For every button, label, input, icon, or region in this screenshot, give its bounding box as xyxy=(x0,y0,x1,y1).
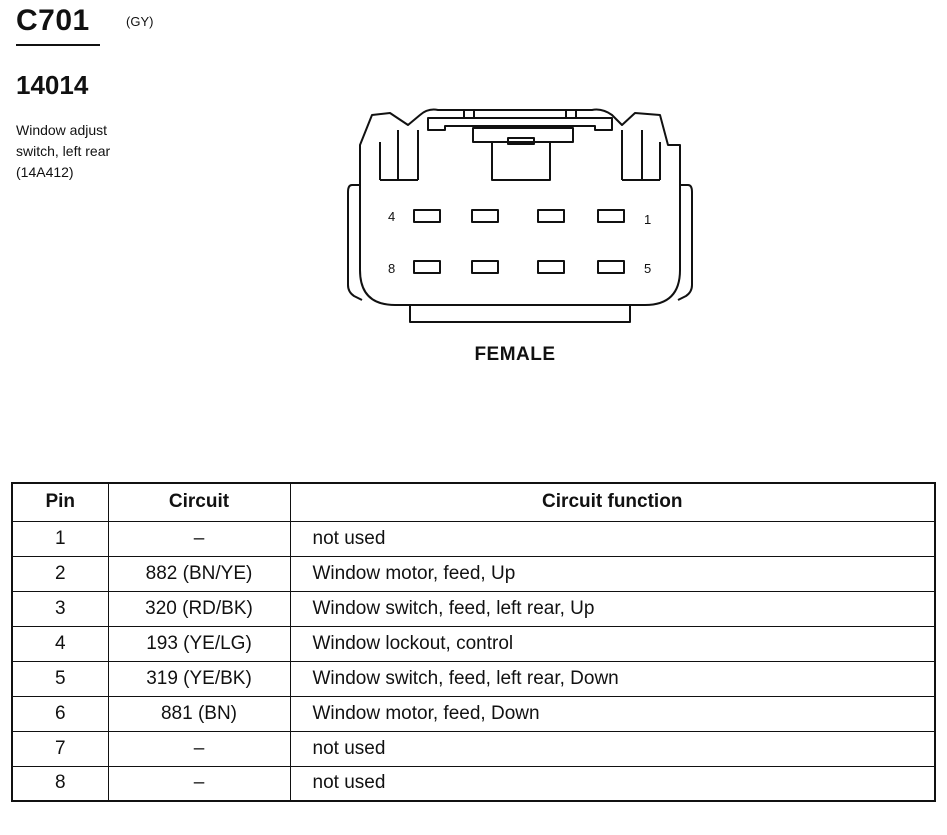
cell-function: not used xyxy=(289,730,936,767)
center-latch-frame xyxy=(472,127,574,143)
cell-pin: 7 xyxy=(11,730,109,767)
pin-label-bottom-right: 5 xyxy=(644,261,651,276)
table-row: 8 – not used xyxy=(11,765,936,802)
center-latch-notch xyxy=(507,137,535,145)
center-latch-block xyxy=(491,141,551,181)
table-row: 6 881 (BN) Window motor, feed, Down xyxy=(11,695,936,732)
cell-function: Window switch, feed, left rear, Down xyxy=(289,660,936,697)
cell-pin: 3 xyxy=(11,590,109,627)
cell-pin: 5 xyxy=(11,660,109,697)
pin-cavity xyxy=(413,209,441,223)
cell-pin: 6 xyxy=(11,695,109,732)
connector-gender-label: FEMALE xyxy=(474,344,556,365)
cell-pin: 1 xyxy=(11,520,109,557)
cell-function: Window switch, feed, left rear, Up xyxy=(289,590,936,627)
cell-circuit: 319 (YE/BK) xyxy=(107,660,291,697)
inner-right-wall xyxy=(621,130,661,181)
table-row: 2 882 (BN/YE) Window motor, feed, Up xyxy=(11,555,936,592)
top-notch-right xyxy=(565,109,577,119)
pin-cavity xyxy=(413,260,441,274)
pin-cavity xyxy=(537,209,565,223)
cell-pin: 2 xyxy=(11,555,109,592)
cell-circuit: 882 (BN/YE) xyxy=(107,555,291,592)
pin-label-bottom-left: 8 xyxy=(388,261,395,276)
table-row: 4 193 (YE/LG) Window lockout, control xyxy=(11,625,936,662)
description-line: (14A412) xyxy=(16,164,74,180)
bottom-tab xyxy=(409,305,631,323)
pin-cavity xyxy=(597,260,625,274)
cell-circuit: 881 (BN) xyxy=(107,695,291,732)
table-row: 3 320 (RD/BK) Window switch, feed, left … xyxy=(11,590,936,627)
cell-circuit: – xyxy=(107,520,291,557)
cell-function: not used xyxy=(289,520,936,557)
table-row: 7 – not used xyxy=(11,730,936,767)
title-underline xyxy=(16,44,100,46)
table-header-row: Pin Circuit Circuit function xyxy=(11,482,936,522)
pin-cavity xyxy=(537,260,565,274)
cell-function: Window lockout, control xyxy=(289,625,936,662)
description-line: switch, left rear xyxy=(16,143,111,159)
right-latch-ear xyxy=(677,184,693,301)
table-row: 5 319 (YE/BK) Window switch, feed, left … xyxy=(11,660,936,697)
table-row: 1 – not used xyxy=(11,520,936,557)
header-circuit-function: Circuit function xyxy=(289,482,936,522)
pin-label-top-left: 4 xyxy=(388,209,395,224)
connector-color-code: (GY) xyxy=(126,14,154,29)
pin-cavity xyxy=(471,260,499,274)
top-lock-bar xyxy=(427,117,613,131)
cell-pin: 4 xyxy=(11,625,109,662)
cell-circuit: – xyxy=(107,730,291,767)
cell-circuit: 320 (RD/BK) xyxy=(107,590,291,627)
header-pin: Pin xyxy=(11,482,109,522)
pin-cavity xyxy=(597,209,625,223)
top-notch-left xyxy=(463,109,475,119)
cell-function: Window motor, feed, Down xyxy=(289,695,936,732)
connector-housing-outline xyxy=(359,108,681,306)
cell-function: not used xyxy=(289,765,936,802)
cell-circuit: 193 (YE/LG) xyxy=(107,625,291,662)
connector-id: C701 xyxy=(16,4,90,37)
left-latch-ear xyxy=(347,184,363,301)
part-number: 14014 xyxy=(16,70,89,100)
component-description: Window adjust switch, left rear (14A412) xyxy=(16,120,166,183)
pin-circuit-table: Pin Circuit Circuit function 1 – not use… xyxy=(11,482,936,802)
cell-circuit: – xyxy=(107,765,291,802)
cell-function: Window motor, feed, Up xyxy=(289,555,936,592)
pin-label-top-right: 1 xyxy=(644,212,651,227)
pin-cavity xyxy=(471,209,499,223)
connector-face-diagram: 4 1 8 5 xyxy=(347,108,693,323)
cell-pin: 8 xyxy=(11,765,109,802)
description-line: Window adjust xyxy=(16,122,108,138)
inner-left-wall xyxy=(379,130,419,181)
header-circuit: Circuit xyxy=(107,482,291,522)
